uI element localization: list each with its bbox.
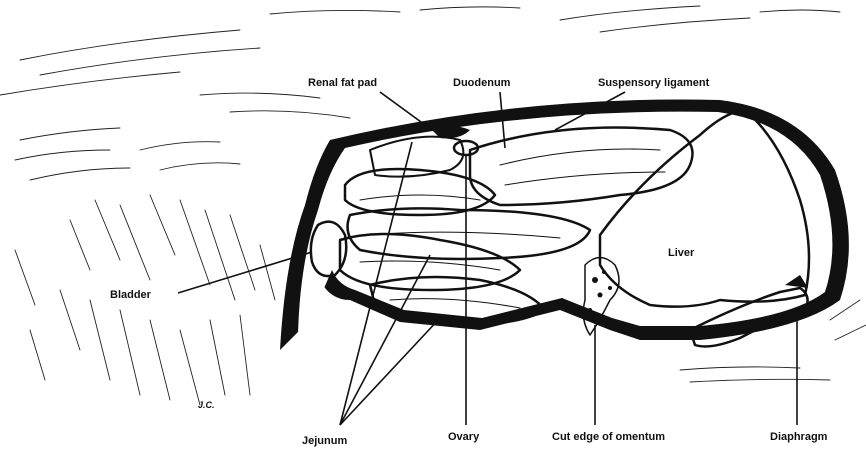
label-diaphragm: Diaphragm — [770, 431, 828, 443]
body-wall — [280, 100, 849, 351]
label-duodenum: Duodenum — [453, 77, 511, 89]
label-cut-edge-of-omentum: Cut edge of omentum — [552, 431, 665, 443]
label-ovary: Ovary — [448, 431, 480, 443]
artist-initials: J.C. — [198, 400, 215, 410]
label-renal-fat-pad: Renal fat pad — [308, 77, 377, 89]
label-suspensory-ligament: Suspensory ligament — [598, 77, 710, 89]
label-liver: Liver — [668, 247, 695, 259]
label-bladder: Bladder — [110, 289, 152, 301]
label-jejunum: Jejunum — [302, 435, 347, 447]
